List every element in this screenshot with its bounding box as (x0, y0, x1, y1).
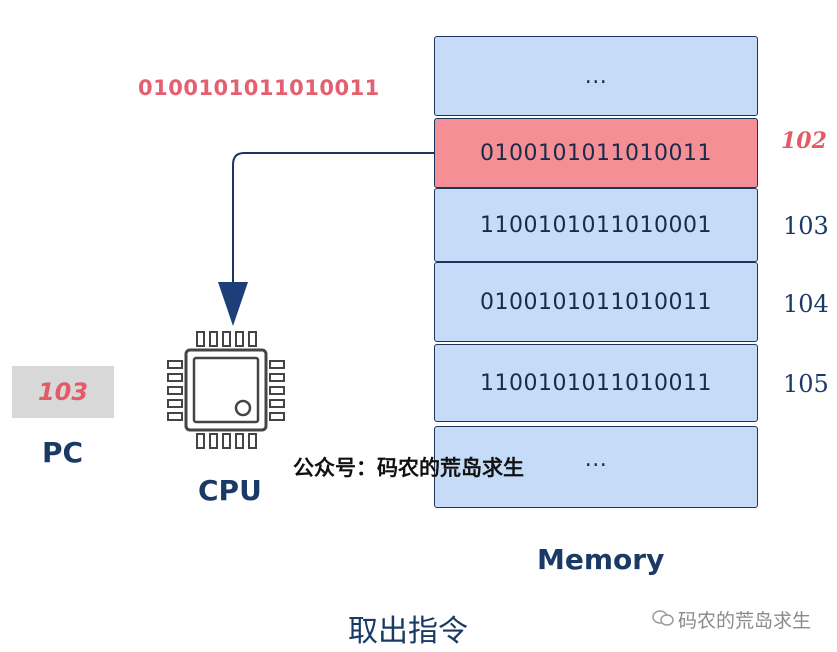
cpu-label: CPU (198, 474, 262, 507)
memory-cell-103: 1100101011010001 (434, 188, 758, 262)
memory-cell-bottom-ellipsis: ... (434, 426, 758, 508)
wechat-icon (652, 609, 674, 632)
address-105: 105 (783, 370, 829, 398)
address-104: 104 (783, 290, 829, 318)
memory-cell-105: 1100101011010011 (434, 344, 758, 422)
address-103: 103 (783, 212, 829, 240)
pc-register: 103 (12, 366, 114, 418)
memory-cell-top-ellipsis: ... (434, 36, 758, 116)
memory-cell-102: 0100101011010011 (434, 118, 758, 188)
diagram-title: 取出指令 (348, 614, 468, 649)
watermark-center: 公众号：码农的荒岛求生 (293, 456, 524, 480)
address-102: 102 (781, 128, 827, 154)
fetched-instruction-bits: 0100101011010011 (138, 76, 380, 100)
watermark-bottom-right: 码农的荒岛求生 (652, 606, 811, 633)
memory-cell-104: 0100101011010011 (434, 262, 758, 342)
memory-label: Memory (537, 543, 665, 576)
pc-label: PC (42, 436, 84, 469)
cpu-chip-icon (167, 331, 285, 449)
